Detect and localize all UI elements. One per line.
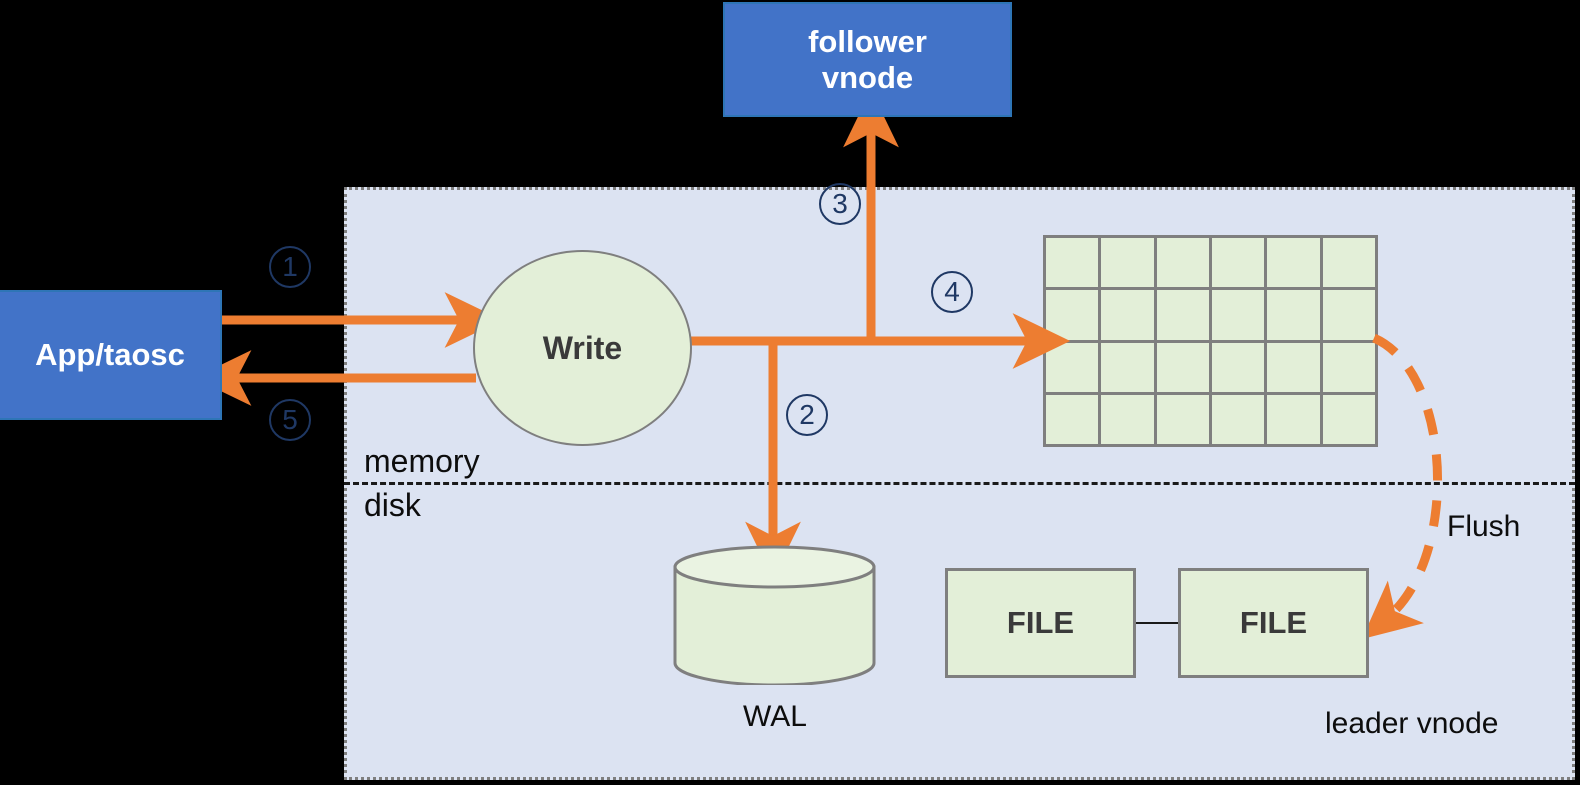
memory-disk-divider xyxy=(344,482,1575,485)
memtable-cell xyxy=(1211,342,1265,392)
follower-vnode-line1: follower xyxy=(808,23,927,59)
step-marker-4: 4 xyxy=(931,271,973,313)
memtable-cell xyxy=(1322,238,1375,288)
step-marker-5: 5 xyxy=(269,399,311,441)
memory-zone-label: memory xyxy=(364,443,480,479)
memtable-cell xyxy=(1046,394,1099,444)
wal-label: WAL xyxy=(743,700,807,733)
disk-zone-label: disk xyxy=(364,487,421,523)
memtable-cell xyxy=(1267,238,1320,288)
file-link-connector xyxy=(1136,622,1178,624)
step-marker-3: 3 xyxy=(819,183,861,225)
memtable-cell xyxy=(1046,238,1099,288)
memtable-cell xyxy=(1046,342,1099,392)
memtable-cell xyxy=(1101,290,1154,340)
memtable-cell xyxy=(1156,342,1209,392)
memtable-cell xyxy=(1156,394,1209,444)
memtable-cell xyxy=(1211,394,1265,444)
memtable-cell xyxy=(1101,394,1154,444)
memtable-cell xyxy=(1156,238,1209,288)
memtable-cell xyxy=(1046,290,1099,340)
memtable-cell xyxy=(1267,394,1320,444)
memtable-cell xyxy=(1322,290,1375,340)
memtable-cell xyxy=(1211,238,1265,288)
memtable-cell xyxy=(1267,342,1320,392)
step-marker-1: 1 xyxy=(269,246,311,288)
memtable-cell xyxy=(1156,290,1209,340)
app-taosc-box: App/taosc xyxy=(0,290,222,420)
file-box-1: FILE xyxy=(945,568,1136,678)
flush-edge-label: Flush xyxy=(1447,510,1521,543)
memtable-cell xyxy=(1211,290,1265,340)
write-node: Write xyxy=(473,250,692,446)
follower-vnode-line2: vnode xyxy=(821,59,914,95)
wal-cylinder xyxy=(673,545,876,687)
step-marker-2: 2 xyxy=(786,394,828,436)
memtable-cell xyxy=(1101,238,1154,288)
leader-vnode-label: leader vnode xyxy=(1325,707,1499,740)
follower-vnode-box: follower vnode xyxy=(723,2,1012,117)
file-box-2: FILE xyxy=(1178,568,1369,678)
memtable-grid xyxy=(1043,235,1378,447)
memtable-cell xyxy=(1322,394,1375,444)
memtable-cell xyxy=(1322,342,1375,392)
memtable-cell xyxy=(1101,342,1154,392)
memtable-cell xyxy=(1267,290,1320,340)
